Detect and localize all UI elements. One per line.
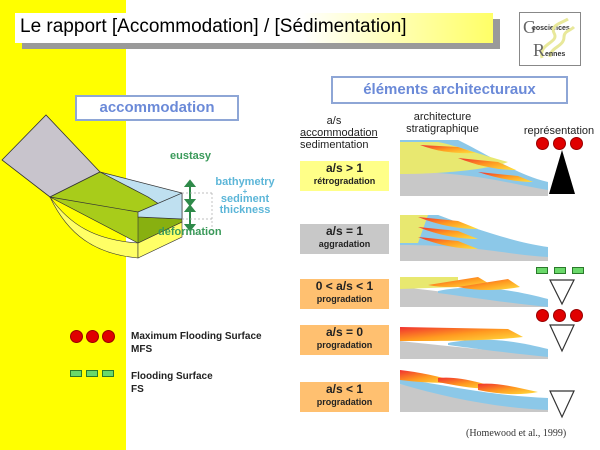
- case-retrogradation: a/s > 1 rétrogradation: [300, 161, 389, 191]
- legend-mfs-dot-icon: [86, 330, 99, 343]
- legend-fs-dash-icon: [102, 370, 114, 377]
- plus-label: +: [242, 187, 248, 196]
- open-triangle-down-icon: [549, 324, 575, 353]
- fs-dash-icon: [536, 267, 548, 274]
- open-triangle-down-icon: [549, 390, 575, 419]
- eustasy-label: eustasy: [170, 150, 211, 162]
- title-box: [15, 13, 493, 43]
- case-type: progradation: [316, 340, 373, 350]
- representation-column-header: représentation: [523, 125, 595, 137]
- logo-text-rennes: ennes: [545, 51, 566, 58]
- open-triangle-down-icon: [549, 279, 575, 306]
- page-title: Le rapport [Accommodation] / [Sédimentat…: [20, 16, 407, 37]
- deformation-label: deformation: [158, 226, 222, 238]
- filled-triangle-up-icon: [549, 150, 575, 194]
- diagram-aggradation: [400, 215, 548, 261]
- legend-fs-line2: FS: [131, 384, 144, 395]
- architecture-header-line1: architecture: [413, 111, 472, 123]
- ratio-column-header: a/s accommodation sedimentation: [300, 115, 378, 151]
- fs-dash-icon: [554, 267, 566, 274]
- legend-mfs-dot-icon: [102, 330, 115, 343]
- legend-mfs-dot-icon: [70, 330, 83, 343]
- ratio-header-as: a/s: [326, 115, 342, 127]
- legend-fs-dash-icon: [70, 370, 82, 377]
- diagram-progradation-1: [400, 277, 548, 307]
- mfs-dot-icon: [570, 309, 583, 322]
- case-ratio: a/s = 0: [325, 325, 364, 339]
- architecture-header-line2: stratigraphique: [406, 123, 479, 135]
- bathymetry-label: bathymetry: [215, 176, 275, 188]
- case-ratio: a/s > 1: [325, 161, 364, 175]
- architectural-elements-label: éléments architecturaux: [331, 76, 568, 104]
- architecture-column-header: architecture stratigraphique: [395, 111, 490, 135]
- ratio-header-accommodation: accommodation: [300, 127, 378, 139]
- mfs-dot-icon: [536, 309, 549, 322]
- legend-fs-dash-icon: [86, 370, 98, 377]
- case-aggradation: a/s = 1 aggradation: [300, 224, 389, 254]
- case-progradation-3: a/s < 1 progradation: [300, 382, 389, 412]
- legend-mfs-line1: Maximum Flooding Surface: [131, 331, 262, 342]
- sediment-label: sediment: [220, 193, 270, 205]
- mfs-dot-icon: [536, 137, 549, 150]
- case-progradation-1: 0 < a/s < 1 progradation: [300, 279, 389, 309]
- diagram-progradation-3: [400, 370, 548, 412]
- mfs-dot-icon: [570, 137, 583, 150]
- stratigraphic-architecture-diagrams: [400, 140, 548, 412]
- ratio-header-sedimentation: sedimentation: [300, 139, 369, 151]
- accommodation-block-diagram: [1, 114, 213, 259]
- case-type: progradation: [316, 397, 373, 407]
- diagram-progradation-2: [400, 327, 548, 359]
- case-type: aggradation: [318, 239, 371, 249]
- logo-text-geosciences: eosciences: [532, 25, 570, 32]
- mfs-dot-icon: [553, 309, 566, 322]
- case-ratio: a/s = 1: [325, 224, 364, 238]
- geosciences-rennes-logo: G eosciences R ennes: [519, 12, 581, 66]
- reference-citation: (Homewood et al., 1999): [466, 428, 567, 439]
- legend-mfs-line2: MFS: [131, 344, 153, 355]
- legend-fs: Flooding Surface FS: [131, 370, 213, 396]
- mfs-dot-icon: [553, 137, 566, 150]
- logo-arrows-icon: [540, 17, 576, 59]
- case-ratio: 0 < a/s < 1: [315, 279, 374, 293]
- case-progradation-2: a/s = 0 progradation: [300, 325, 389, 355]
- fs-dash-icon: [572, 267, 584, 274]
- case-ratio: a/s < 1: [325, 382, 364, 396]
- diagram-retrogradation: [400, 140, 548, 196]
- legend-fs-line1: Flooding Surface: [131, 371, 213, 382]
- case-type: rétrogradation: [313, 176, 376, 186]
- legend-mfs: Maximum Flooding Surface MFS: [131, 330, 262, 356]
- case-type: progradation: [316, 294, 373, 304]
- accommodation-label: accommodation: [75, 95, 239, 121]
- logo-initial-r: R: [533, 40, 546, 60]
- thickness-label: thickness: [219, 204, 271, 216]
- logo-initial-g: G: [523, 17, 536, 37]
